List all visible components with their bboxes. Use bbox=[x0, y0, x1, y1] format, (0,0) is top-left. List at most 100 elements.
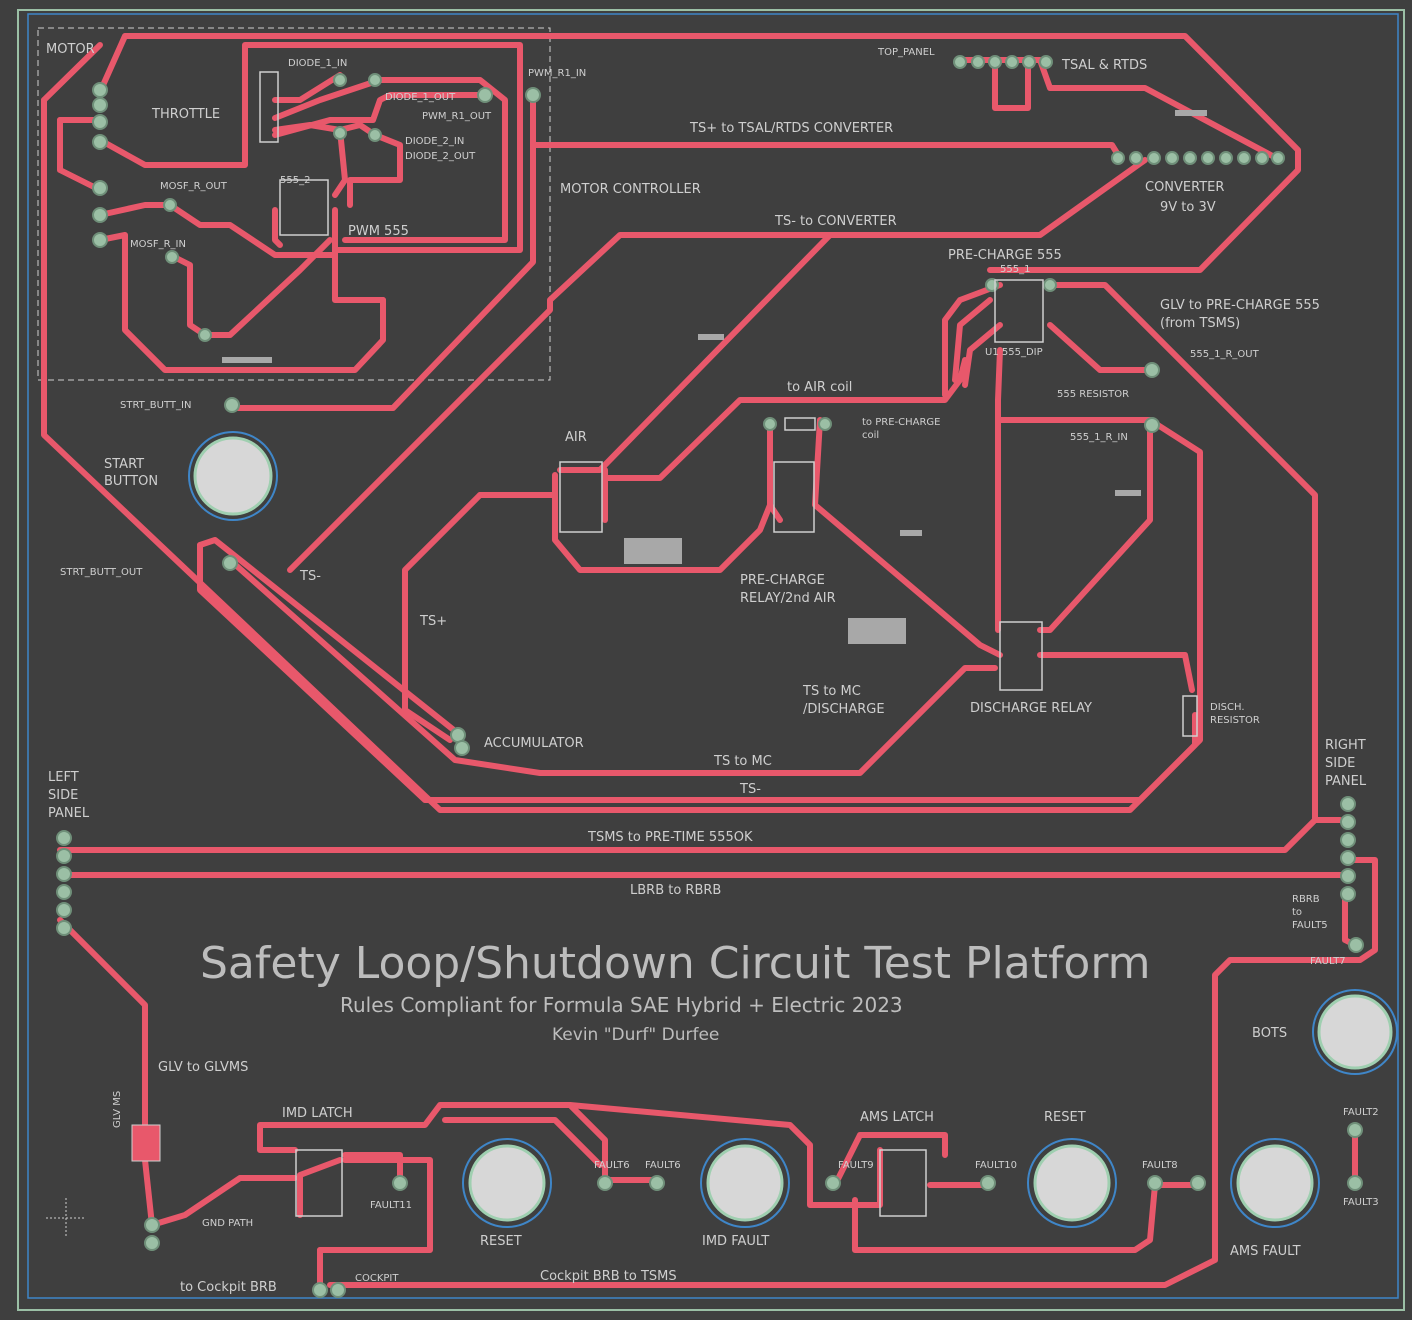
label-right-panel-1: RIGHT bbox=[1325, 738, 1366, 753]
pad bbox=[1271, 151, 1285, 165]
pad bbox=[1340, 886, 1356, 902]
relay-precharge bbox=[773, 461, 815, 533]
pad bbox=[1129, 151, 1143, 165]
pad bbox=[198, 328, 212, 342]
silkscreen-labels: MOTOR THROTTLE MOTOR CONTROLLER PWM 555 … bbox=[46, 42, 1379, 1295]
label-air: AIR bbox=[565, 430, 587, 445]
board-subtitle: Rules Compliant for Formula SAE Hybrid +… bbox=[340, 993, 903, 1017]
pad bbox=[477, 87, 493, 103]
pad bbox=[92, 114, 108, 130]
pad bbox=[1237, 151, 1251, 165]
pad bbox=[1005, 55, 1019, 69]
label-fault2: FAULT2 bbox=[1343, 1107, 1379, 1118]
label-start-2: BUTTON bbox=[104, 474, 158, 489]
label-start-1: START bbox=[104, 457, 144, 472]
label-555-1: 555_1 bbox=[1000, 264, 1030, 275]
diode-coil bbox=[784, 417, 816, 431]
label-diode1-out: DIODE_1_OUT bbox=[385, 92, 456, 103]
pad bbox=[818, 417, 832, 431]
pad bbox=[1039, 55, 1053, 69]
pad bbox=[1340, 832, 1356, 848]
board-title: Safety Loop/Shutdown Circuit Test Platfo… bbox=[200, 938, 1151, 989]
label-glv-precharge-2: (from TSMS) bbox=[1160, 316, 1240, 331]
label-to-precharge-coil-1: to PRE-CHARGE bbox=[862, 417, 940, 428]
smd-pad bbox=[624, 538, 682, 564]
label-converter-volt: 9V to 3V bbox=[1160, 200, 1216, 215]
pad bbox=[1183, 151, 1197, 165]
pad bbox=[1340, 850, 1356, 866]
pad bbox=[56, 902, 72, 918]
label-tsms-pretime: TSMS to PRE-TIME 555OK bbox=[587, 830, 753, 845]
start-button[interactable] bbox=[188, 431, 278, 521]
label-left-panel-2: SIDE bbox=[48, 788, 78, 803]
label-fault11: FAULT11 bbox=[370, 1200, 412, 1211]
label-mosf-r-out: MOSF_R_OUT bbox=[160, 181, 228, 192]
label-disch-2: RESISTOR bbox=[1210, 715, 1260, 726]
start-button-cap[interactable] bbox=[193, 436, 273, 516]
label-left-panel-1: LEFT bbox=[48, 770, 79, 785]
label-discharge-relay: DISCHARGE RELAY bbox=[970, 701, 1092, 716]
pad bbox=[92, 180, 108, 196]
bots-button-cap[interactable] bbox=[1317, 994, 1393, 1070]
smd-pad bbox=[698, 334, 724, 340]
label-motor: MOTOR bbox=[46, 42, 95, 57]
pad bbox=[1165, 151, 1179, 165]
pad bbox=[368, 128, 382, 142]
ic-ams-latch bbox=[879, 1149, 927, 1217]
label-throttle: THROTTLE bbox=[151, 107, 220, 122]
smd-pad bbox=[900, 530, 922, 536]
pad bbox=[92, 207, 108, 223]
reset-button-cap[interactable] bbox=[1033, 1144, 1111, 1222]
label-gnd-path: GND PATH bbox=[202, 1218, 253, 1229]
pad bbox=[953, 55, 967, 69]
label-fault7: FAULT7 bbox=[1310, 956, 1346, 967]
ic-555-2 bbox=[279, 179, 329, 236]
reset-button-ams[interactable] bbox=[1027, 1138, 1117, 1228]
label-pwm-r1-out: PWM_R1_OUT bbox=[422, 111, 492, 122]
pad bbox=[1043, 278, 1057, 292]
pad bbox=[144, 1217, 160, 1233]
buttons bbox=[188, 431, 1398, 1228]
pad bbox=[92, 97, 108, 113]
pad bbox=[1111, 151, 1125, 165]
board-author: Kevin "Durf" Durfee bbox=[552, 1025, 719, 1045]
label-precharge555: PRE-CHARGE 555 bbox=[948, 248, 1062, 263]
pad bbox=[56, 866, 72, 882]
pad bbox=[330, 1282, 346, 1298]
label-reset-bottom: RESET bbox=[480, 1234, 522, 1249]
pad bbox=[165, 250, 179, 264]
label-ts-mc-2: /DISCHARGE bbox=[803, 702, 885, 717]
motor-zone bbox=[37, 27, 551, 381]
pad bbox=[1147, 151, 1161, 165]
label-u1-555: U1 555_DIP bbox=[985, 347, 1043, 358]
label-diode2-out: DIODE_2_OUT bbox=[405, 151, 476, 162]
disch-resistor bbox=[1182, 695, 1198, 737]
label-ts-minus-bottom: TS- bbox=[739, 782, 761, 797]
reset-button-cap[interactable] bbox=[468, 1144, 546, 1222]
label-cockpit: COCKPIT bbox=[355, 1273, 399, 1284]
relay-air bbox=[559, 461, 603, 533]
ic-555-1 bbox=[994, 279, 1044, 343]
pad bbox=[763, 417, 777, 431]
pad bbox=[1348, 937, 1364, 953]
smd-pads bbox=[222, 110, 1207, 644]
pad bbox=[1144, 417, 1160, 433]
bots-button[interactable] bbox=[1312, 989, 1398, 1075]
label-555-r-in: 555_1_R_IN bbox=[1070, 432, 1128, 443]
ams-fault-indicator bbox=[1230, 1138, 1320, 1228]
label-fault3: FAULT3 bbox=[1343, 1197, 1379, 1208]
pad bbox=[56, 884, 72, 900]
label-bots: BOTS bbox=[1252, 1026, 1287, 1041]
pad bbox=[56, 920, 72, 936]
label-fault6a: FAULT6 bbox=[594, 1160, 630, 1171]
label-555-r-out: 555_1_R_OUT bbox=[1190, 349, 1260, 360]
label-disch-1: DISCH. bbox=[1210, 702, 1245, 713]
pad bbox=[312, 1282, 328, 1298]
pad bbox=[368, 73, 382, 87]
pad bbox=[92, 82, 108, 98]
label-motor-controller: MOTOR CONTROLLER bbox=[560, 182, 701, 197]
reset-button-imd[interactable] bbox=[462, 1138, 552, 1228]
label-ts-to-mc: TS to MC bbox=[713, 754, 772, 769]
label-to-precharge-coil-2: coil bbox=[862, 430, 879, 441]
